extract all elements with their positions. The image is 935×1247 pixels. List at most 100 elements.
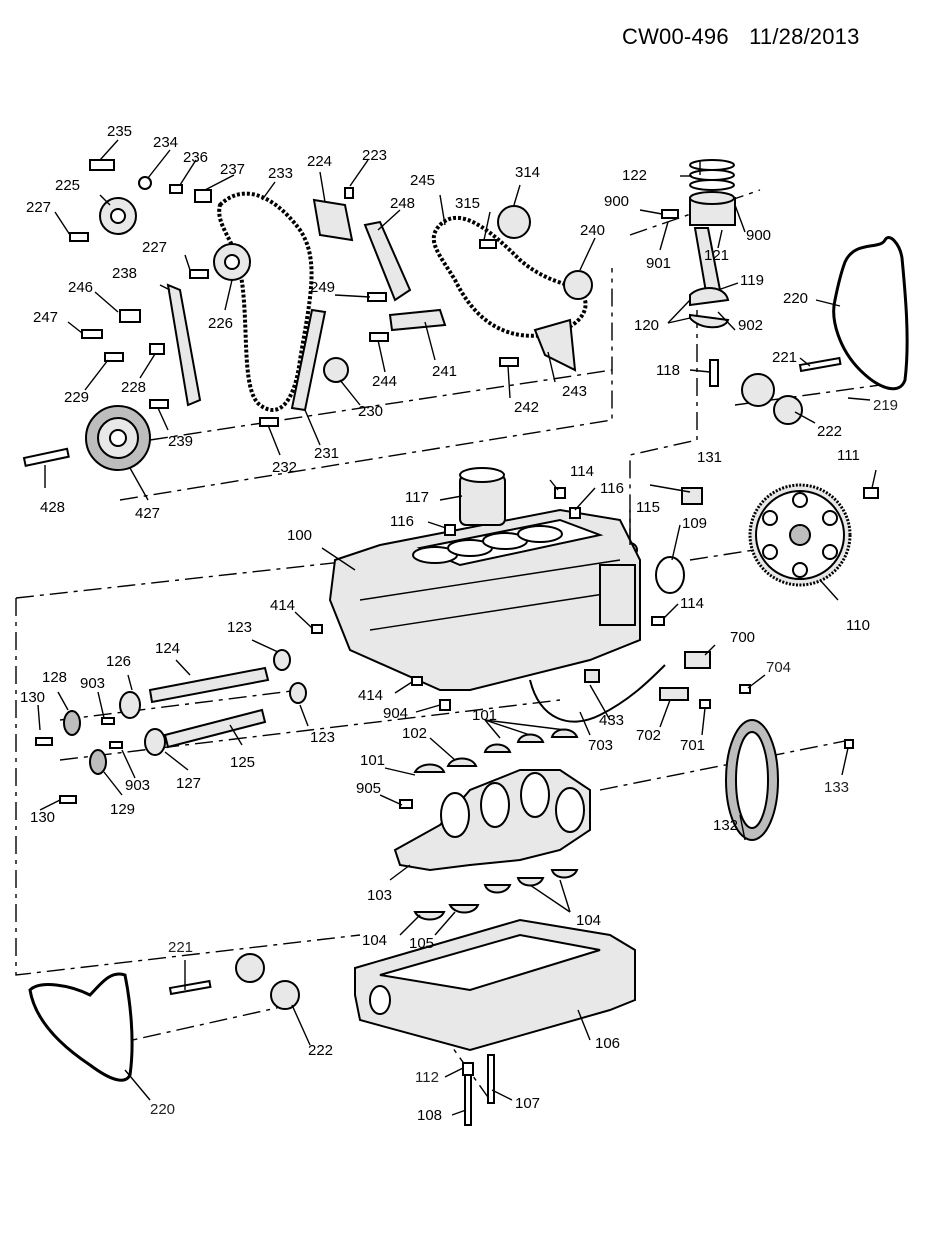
callout-242: 242: [514, 399, 539, 416]
pin-901: [661, 209, 679, 219]
drive-belt-220-upper: [832, 236, 909, 391]
callout-122: 122: [622, 167, 647, 184]
dowel-116b: [569, 507, 581, 519]
callout-414-top: 414: [270, 597, 295, 614]
timing-bolts: [69, 159, 519, 427]
callout-246: 246: [68, 279, 93, 296]
callout-132: 132: [713, 817, 738, 834]
chain-guide-243: [533, 318, 577, 372]
chain-guide-231: [290, 308, 327, 412]
tensioner-224: [312, 198, 354, 242]
callout-110: 110: [846, 617, 870, 634]
washer-234: [138, 176, 152, 190]
bolt-242: [499, 357, 519, 367]
callout-220-top: 220: [783, 290, 808, 307]
bolt-118: [709, 359, 719, 387]
dowel-904: [439, 699, 451, 711]
balance-shafts: [35, 649, 307, 804]
tensioner-222a: [773, 395, 803, 425]
callout-221-top: 221: [772, 349, 797, 366]
piston-ring-122b: [689, 169, 735, 181]
callout-702: 702: [636, 727, 661, 744]
callout-125: 125: [230, 754, 255, 771]
callout-227-mid: 227: [142, 239, 167, 256]
callout-115: 115: [636, 499, 660, 516]
callout-428: 428: [40, 499, 65, 516]
dowel-116a: [444, 524, 456, 536]
callout-227-top: 227: [26, 199, 51, 216]
callout-109: 109: [682, 515, 707, 532]
chain-guide-238: [166, 283, 202, 407]
seal-109: [655, 556, 685, 594]
document-header: CW00-496 11/28/2013: [622, 24, 860, 50]
callout-903-top: 903: [80, 675, 105, 692]
callout-123-top: 123: [227, 619, 252, 636]
sprocket-240: [563, 270, 593, 300]
callout-231: 231: [314, 445, 339, 462]
callout-111: 111: [837, 447, 860, 464]
callout-229: 229: [64, 389, 89, 406]
callout-128: 128: [42, 669, 67, 686]
bolt-229: [104, 352, 124, 362]
callout-102: 102: [402, 725, 427, 742]
callout-112: 112: [415, 1069, 439, 1086]
callout-900-right: 900: [746, 227, 771, 244]
bushing-236: [169, 184, 183, 194]
bolt-244: [369, 332, 389, 342]
dowel-414a: [311, 624, 323, 634]
key-903a: [101, 717, 115, 725]
bearing-123a: [273, 649, 291, 671]
callout-101-left: 101: [360, 752, 385, 769]
bolt-428: [22, 447, 70, 468]
callout-241: 241: [432, 363, 457, 380]
bolt-111: [863, 487, 879, 499]
callout-114-right: 114: [680, 595, 704, 612]
callout-133: 133: [824, 779, 849, 796]
callout-106: 106: [595, 1035, 620, 1052]
callout-116-right: 116: [600, 480, 624, 497]
callout-222-bottom: 222: [308, 1042, 333, 1059]
callout-230: 230: [358, 403, 383, 420]
callout-235: 235: [107, 123, 132, 140]
piston-ring-122a: [689, 159, 735, 171]
fitting-228: [149, 343, 165, 355]
piston-assembly: [661, 159, 736, 387]
bolt-232: [259, 417, 279, 427]
key-903b: [109, 741, 123, 749]
sprocket-129: [89, 749, 107, 775]
bearing-123b: [289, 682, 307, 704]
sensor-702: [659, 687, 689, 701]
engine-block-100: [311, 467, 665, 711]
callout-131: 131: [697, 449, 722, 466]
drive-belt-220-lower: [28, 972, 134, 1082]
bolt-701: [699, 699, 711, 709]
callout-126: 126: [106, 653, 131, 670]
crankshaft-group: [393, 728, 591, 921]
callout-118: 118: [656, 362, 680, 379]
bolt-315: [479, 239, 497, 249]
callout-233: 233: [268, 165, 293, 182]
callout-222-top: 222: [817, 423, 842, 440]
callout-105: 105: [409, 935, 434, 952]
balance-shaft-125: [163, 708, 267, 749]
bolt-130b: [59, 795, 77, 804]
bolt-221b: [168, 979, 212, 996]
callout-703: 703: [588, 737, 613, 754]
sensor-433: [584, 669, 600, 683]
bolt-247: [81, 329, 103, 339]
callout-225: 225: [55, 177, 80, 194]
bolt-108: [464, 1074, 472, 1126]
callout-901: 901: [646, 255, 671, 272]
callout-labels: 235 234 236 237 233 224 223 225 227 227 …: [20, 123, 898, 1124]
callout-249: 249: [310, 279, 335, 296]
bedplate-106: [354, 918, 636, 1126]
plug-133: [844, 739, 854, 749]
callout-414-mid: 414: [358, 687, 383, 704]
idler-pulley-222a: [741, 373, 775, 407]
bolt-704: [739, 684, 751, 694]
dowel-905: [399, 799, 413, 809]
callout-238: 238: [112, 265, 137, 282]
dowel-114a: [554, 487, 566, 499]
